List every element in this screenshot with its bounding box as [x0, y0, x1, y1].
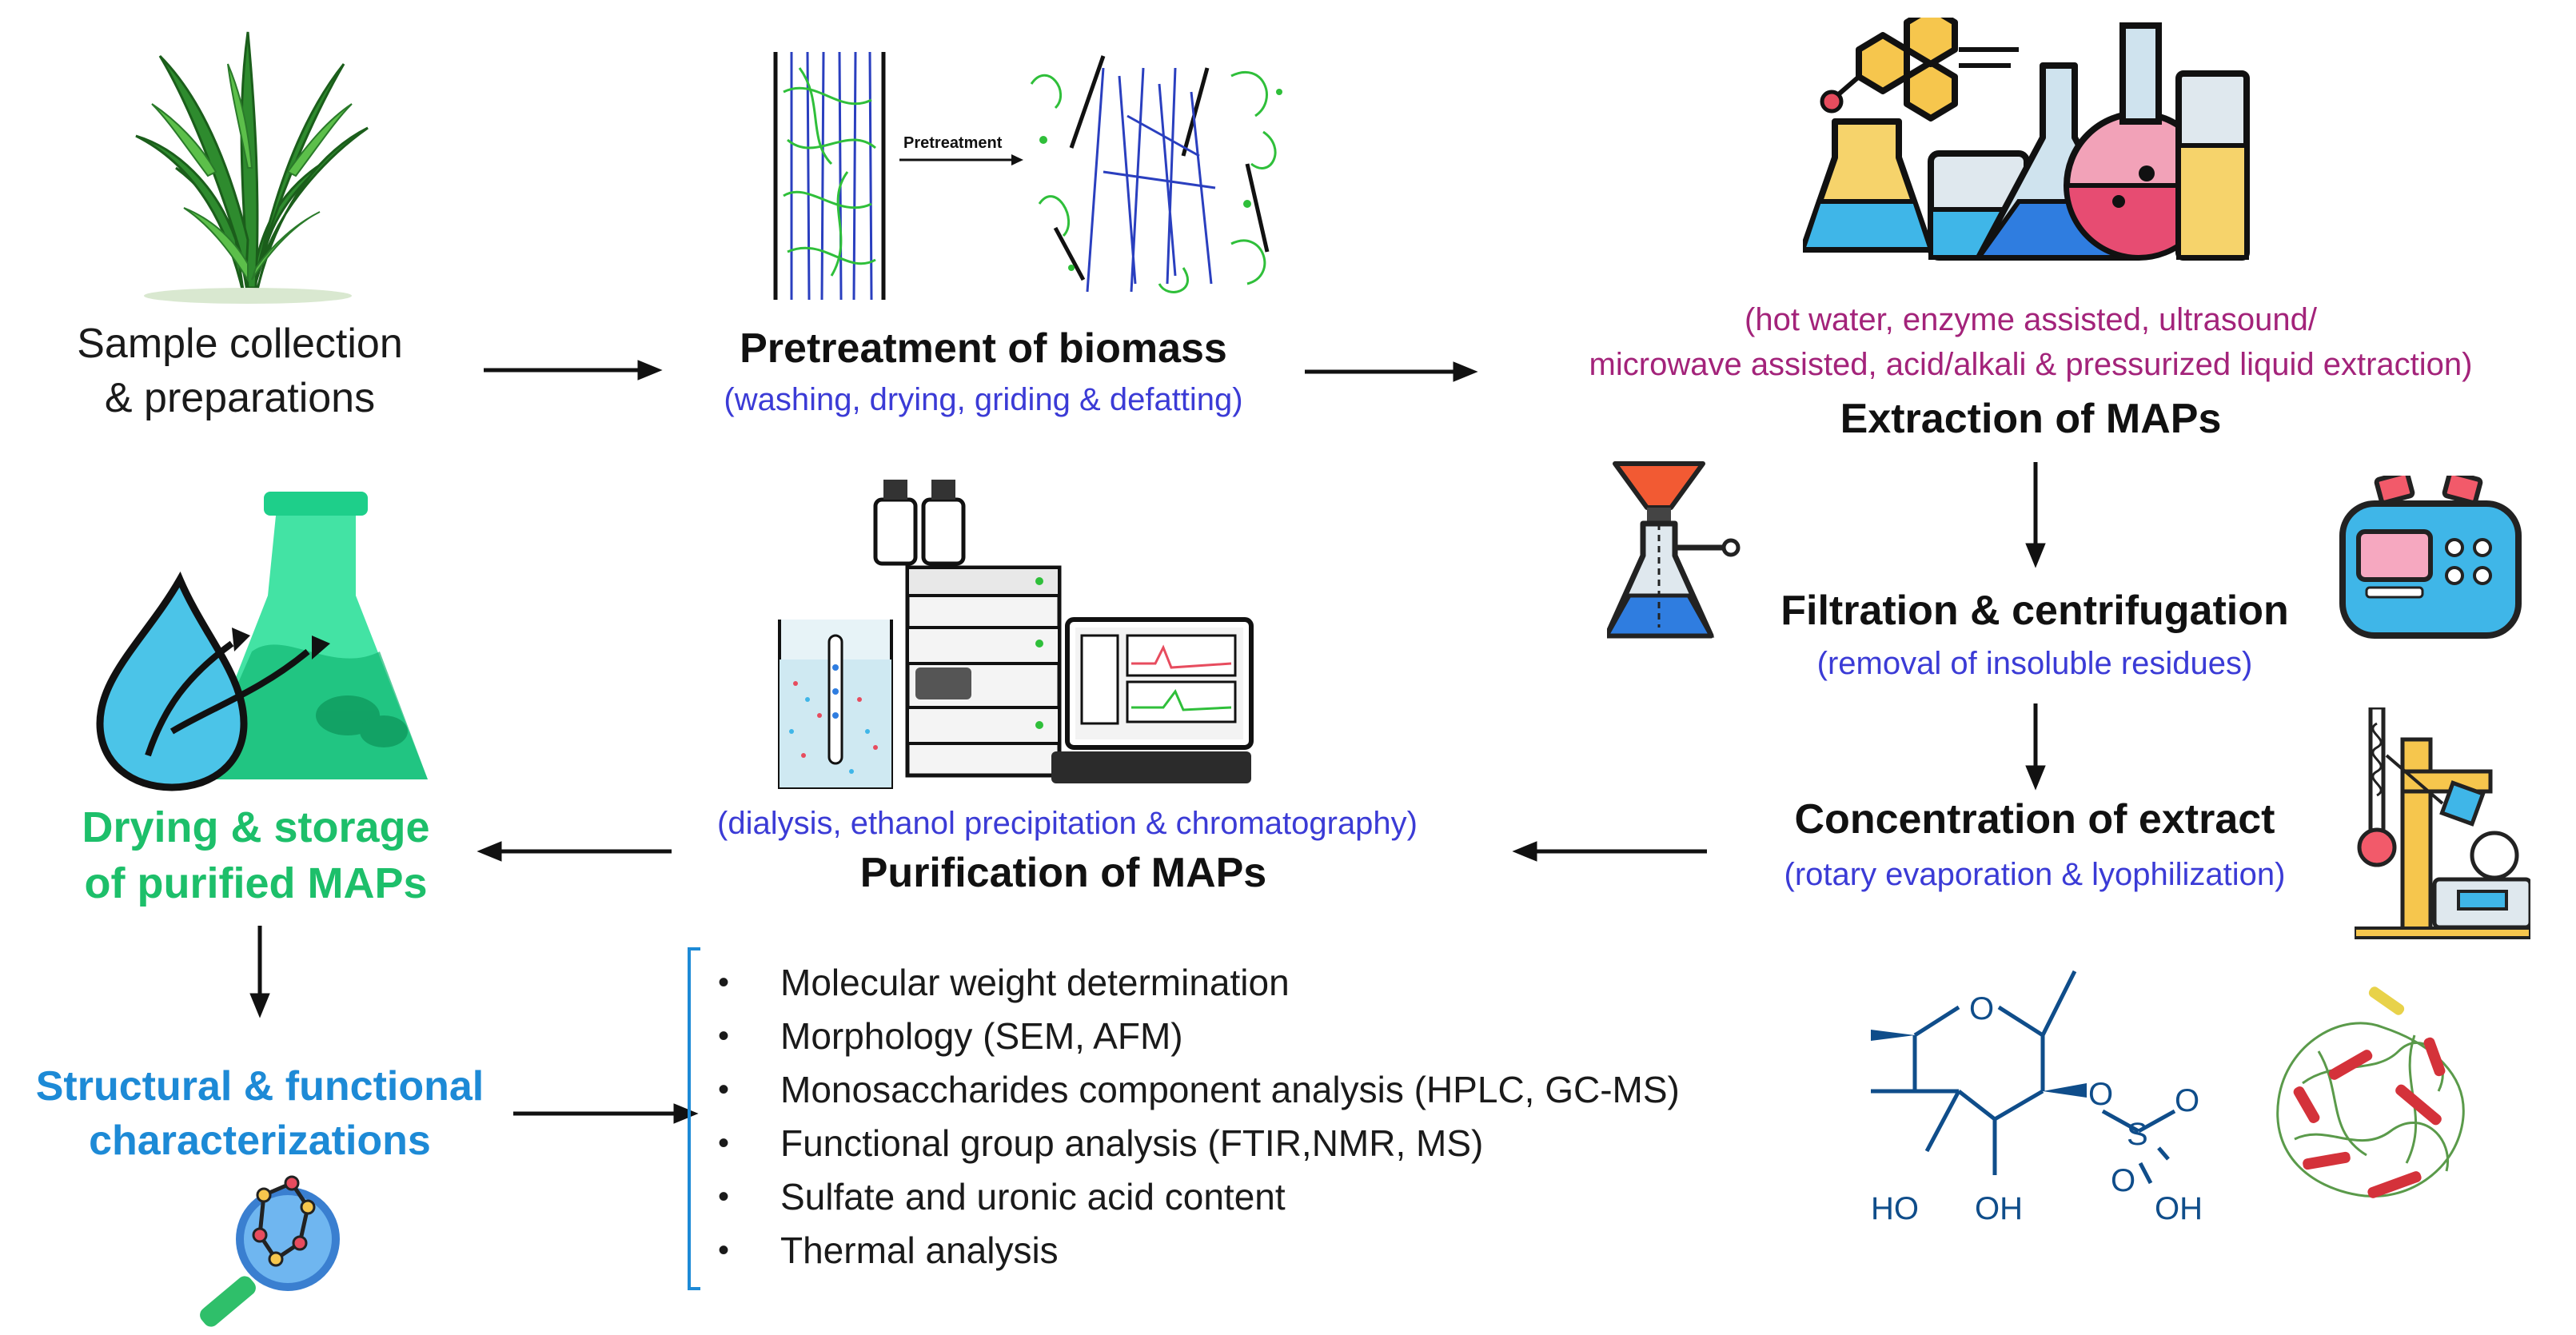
analysis-item: Morphology (SEM, AFM)	[700, 1010, 1852, 1063]
seaweed-icon	[135, 31, 369, 304]
centrifuge-icon	[2339, 476, 2522, 639]
characterization-line1: Structural & functional	[35, 1063, 484, 1110]
hydroxyl-left: HO	[1871, 1191, 1919, 1226]
hydroxyl-middle: OH	[1975, 1191, 2023, 1226]
analysis-list: Molecular weight determination Morpholog…	[700, 956, 1852, 1277]
protein-structure-icon	[2276, 986, 2465, 1198]
hydroxyl-right: OH	[2155, 1191, 2203, 1226]
pretreatment-detail: (washing, drying, griding & defatting)	[724, 382, 1243, 417]
analysis-item: Functional group analysis (FTIR,NMR, MS)	[700, 1117, 1852, 1170]
sulfate-oxygen-right: O	[2175, 1083, 2199, 1118]
sulfur-atom: S	[2127, 1117, 2148, 1152]
filtration-flask-icon	[1607, 461, 1741, 639]
extraction-methods-line2: microwave assisted, acid/alkali & pressu…	[1589, 347, 2473, 382]
analysis-item: Thermal analysis	[700, 1224, 1852, 1277]
drying-flask-icon	[96, 492, 428, 791]
drying-line2: of purified MAPs	[84, 859, 428, 907]
purification-title: Purification of MAPs	[859, 850, 1267, 896]
sample-line2: & preparations	[104, 375, 376, 421]
sample-collection-label: Sample collection & preparations	[32, 317, 448, 425]
purification-detail: (dialysis, ethanol precipitation & chrom…	[717, 806, 1418, 841]
rotary-evaporator-icon	[2355, 707, 2530, 939]
extraction-title: Extraction of MAPs	[1840, 396, 2222, 442]
extraction-methods: (hot water, enzyme assisted, ultrasound/…	[1487, 297, 2574, 387]
pretreatment-diagram: Pretreatment	[773, 51, 1282, 301]
ring-oxygen: O	[1969, 991, 1994, 1026]
link-oxygen: O	[2088, 1077, 2113, 1112]
drying-line1: Drying & storage	[82, 803, 430, 851]
pretreatment-title: Pretreatment of biomass	[740, 325, 1227, 372]
analysis-item: Sulfate and uronic acid content	[700, 1170, 1852, 1224]
sulfate-oxygen-bottom: O	[2111, 1163, 2135, 1198]
pretreatment-diagram-label: Pretreatment	[903, 134, 1003, 152]
lab-glassware-icon	[1803, 18, 2250, 261]
filtration-detail: (removal of insoluble residues)	[1816, 646, 2253, 681]
filtration-title: Filtration & centrifugation	[1780, 588, 2289, 634]
analysis-item: Molecular weight determination	[700, 956, 1852, 1010]
sulfated-sugar-structure: O O S O O HO OH OH	[1871, 970, 2203, 1226]
concentration-title: Concentration of extract	[1794, 796, 2275, 843]
characterization-line2: characterizations	[89, 1118, 431, 1164]
extraction-methods-line1: (hot water, enzyme assisted, ultrasound/	[1745, 302, 2317, 337]
analysis-item: Monosaccharides component analysis (HPLC…	[700, 1063, 1852, 1117]
hplc-system-icon	[778, 480, 1254, 789]
characterization-label: Structural & functional characterization…	[0, 1059, 520, 1168]
sample-line1: Sample collection	[77, 321, 403, 367]
drying-storage-label: Drying & storage of purified MAPs	[32, 799, 480, 911]
concentration-detail: (rotary evaporation & lyophilization)	[1784, 857, 2286, 892]
magnifier-molecule-icon	[200, 1175, 340, 1327]
